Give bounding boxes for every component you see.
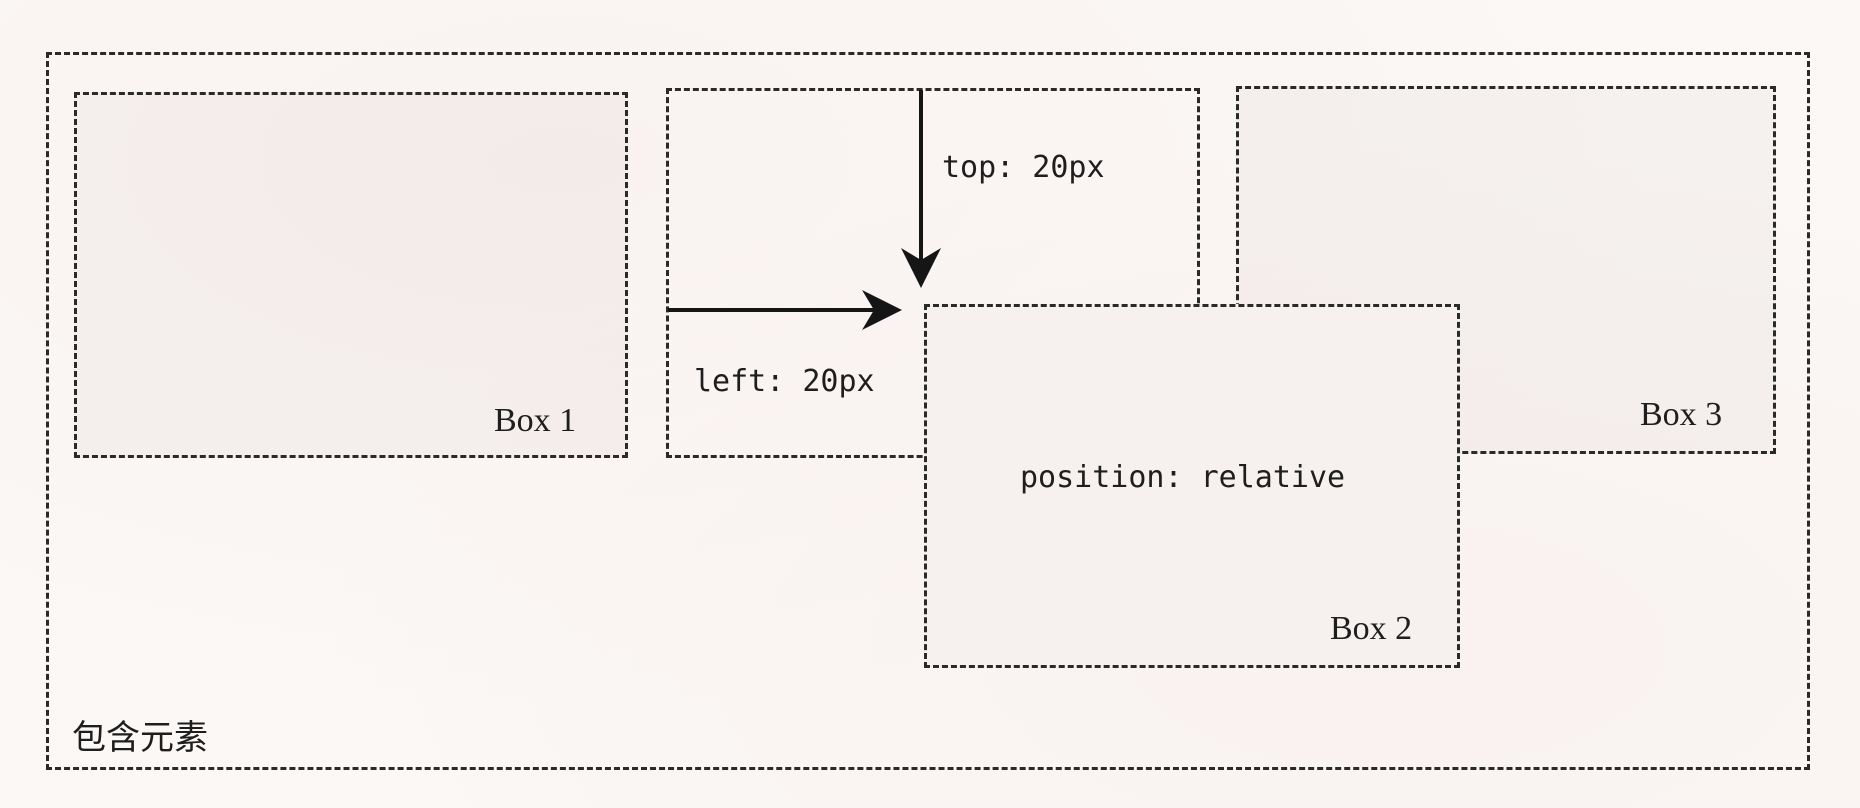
box-3-label: Box 3	[1640, 396, 1723, 433]
left-offset-label: left: 20px	[694, 364, 875, 399]
box-2-position-label: position: relative	[1020, 460, 1346, 495]
box-2-relative	[924, 304, 1460, 668]
containing-element	[46, 52, 1810, 770]
box-2-label: Box 2	[1330, 610, 1413, 647]
box-3	[1236, 86, 1776, 454]
top-offset-label: top: 20px	[942, 150, 1105, 185]
box-1	[74, 92, 628, 458]
containing-element-label: 包含元素	[72, 718, 208, 758]
box-1-label: Box 1	[494, 402, 577, 439]
